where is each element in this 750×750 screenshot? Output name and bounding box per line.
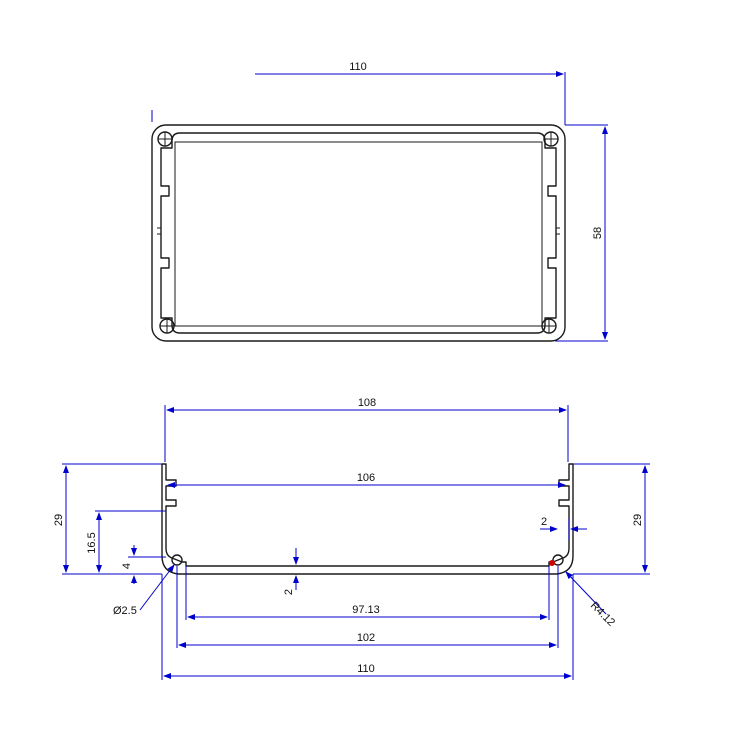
- slot-height-label: 16.5: [86, 532, 98, 553]
- radius-label: R4.12: [588, 600, 617, 629]
- hole-marker: [549, 560, 555, 566]
- bottom-view: 108 106 29 16.5 4: [53, 397, 650, 680]
- left-height-label: 29: [53, 514, 65, 526]
- hole-diameter-callout: Ø2.5: [113, 564, 175, 617]
- left-screw-channel: [171, 554, 183, 566]
- top-width-label: 110: [349, 61, 367, 73]
- overall-width-dimension: 110: [161, 574, 574, 680]
- top-height-dimension: 58: [555, 124, 608, 342]
- overall-width-label: 110: [357, 663, 375, 675]
- shell-profile-outline: [161, 463, 574, 575]
- top-height-label: 58: [592, 227, 604, 239]
- enclosure-inner-cavity: [160, 132, 557, 334]
- top-width-dimension: 110: [151, 61, 566, 125]
- right-height-dimension: 29: [573, 463, 650, 575]
- cavity-rectangle: [174, 141, 543, 327]
- inner-width-106-dimension: 106: [167, 472, 566, 488]
- right-screw-channel: [552, 554, 564, 566]
- outer-width-108-dimension: 108: [164, 397, 569, 462]
- right-gap-dimension: 2: [540, 516, 587, 540]
- right-center-notch: [555, 227, 560, 235]
- right-height-label: 29: [632, 514, 644, 526]
- groove-span-dimension: 102: [176, 566, 559, 648]
- floor-span-label: 97.13: [352, 604, 380, 616]
- floor-thickness-label: 2: [283, 589, 295, 595]
- top-view: 110 58: [151, 61, 608, 342]
- groove-span-label: 102: [357, 632, 375, 644]
- slot-height-dimension: 16.5: [86, 510, 166, 573]
- inner-width-106-label: 106: [357, 472, 375, 484]
- enclosure-outer-outline: [151, 124, 566, 342]
- radius-callout: R4.12: [565, 571, 617, 629]
- outer-width-108-label: 108: [358, 397, 376, 409]
- left-center-notch: [157, 227, 162, 235]
- step-label: 4: [121, 563, 133, 569]
- floor-span-dimension: 97.13: [185, 566, 550, 620]
- step-dimension: 4: [121, 545, 166, 584]
- right-gap-label: 2: [541, 516, 547, 528]
- left-height-dimension: 29: [53, 463, 162, 575]
- corner-screw-bosses: [157, 131, 559, 334]
- hole-diameter-label: Ø2.5: [113, 605, 137, 617]
- floor-thickness-dimension: 2: [283, 548, 299, 595]
